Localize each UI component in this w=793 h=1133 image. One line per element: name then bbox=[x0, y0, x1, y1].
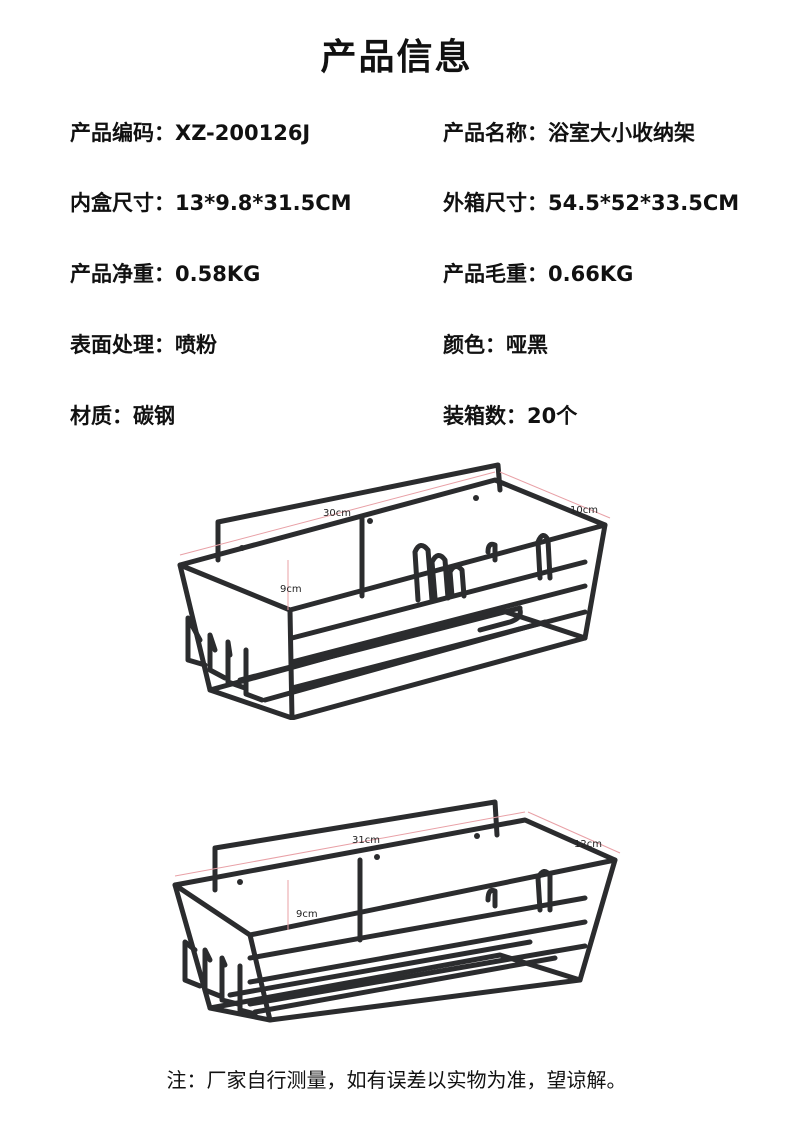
large-rack-holes bbox=[237, 833, 480, 885]
spec-code: 产品编码：XZ-200126J bbox=[70, 117, 310, 147]
spec-name-label: 产品名称： bbox=[443, 121, 548, 145]
large-rack-wire bbox=[172, 799, 618, 1023]
spec-code-value: XZ-200126J bbox=[175, 121, 311, 145]
small-rack-holes bbox=[239, 495, 479, 551]
large-rack-drawing: 31cm 12cm 9cm bbox=[172, 799, 621, 1023]
spec-surface: 表面处理：喷粉 bbox=[70, 329, 217, 359]
spec-net-weight-label: 产品净重： bbox=[70, 262, 175, 286]
spec-outer-box-value: 54.5*52*33.5CM bbox=[548, 191, 740, 215]
spec-gross-weight-value: 0.66KG bbox=[548, 262, 634, 286]
spec-net-weight-value: 0.58KG bbox=[175, 262, 261, 286]
large-rack-dimensions bbox=[174, 811, 621, 930]
spec-color-value: 哑黑 bbox=[506, 333, 548, 357]
spec-material-value: 碳钢 bbox=[133, 404, 175, 428]
spec-name-value: 浴室大小收纳架 bbox=[548, 121, 695, 145]
large-rack-height-label: 9cm bbox=[296, 909, 318, 920]
spec-packing-label: 装箱数： bbox=[443, 404, 527, 428]
spec-gross-weight: 产品毛重：0.66KG bbox=[443, 258, 633, 288]
spec-packing-value: 20个 bbox=[527, 404, 578, 428]
spec-outer-box: 外箱尺寸：54.5*52*33.5CM bbox=[443, 187, 739, 217]
small-rack-width-label: 10cm bbox=[570, 505, 598, 516]
spec-gross-weight-label: 产品毛重： bbox=[443, 262, 548, 286]
spec-material: 材质：碳钢 bbox=[70, 400, 175, 430]
small-rack-figure: 30cm 10cm 9cm bbox=[0, 450, 793, 720]
spec-surface-value: 喷粉 bbox=[175, 333, 217, 357]
small-rack-drawing: 30cm 10cm 9cm bbox=[177, 462, 611, 720]
spec-color: 颜色：哑黑 bbox=[443, 329, 548, 359]
spec-packing: 装箱数：20个 bbox=[443, 400, 577, 430]
spec-inner-box: 内盒尺寸：13*9.8*31.5CM bbox=[70, 187, 352, 217]
spec-material-label: 材质： bbox=[70, 404, 133, 428]
small-rack-length-label: 30cm bbox=[323, 508, 351, 519]
small-rack-dimensions bbox=[179, 471, 611, 610]
spec-net-weight: 产品净重：0.58KG bbox=[70, 258, 260, 288]
small-rack-wire bbox=[177, 462, 608, 720]
small-rack-height-label: 9cm bbox=[280, 584, 302, 595]
spec-name: 产品名称：浴室大小收纳架 bbox=[443, 117, 695, 147]
spec-color-label: 颜色： bbox=[443, 333, 506, 357]
spec-surface-label: 表面处理： bbox=[70, 333, 175, 357]
spec-inner-box-label: 内盒尺寸： bbox=[70, 191, 175, 215]
large-rack-length-label: 31cm bbox=[352, 835, 380, 846]
page-title: 产品信息 bbox=[320, 37, 473, 78]
footer-note: 注：厂家自行测量，如有误差以实物为准，望谅解。 bbox=[166, 1068, 627, 1092]
spec-code-label: 产品编码： bbox=[70, 121, 175, 145]
spec-outer-box-label: 外箱尺寸： bbox=[443, 191, 548, 215]
spec-inner-box-value: 13*9.8*31.5CM bbox=[175, 191, 352, 215]
large-rack-figure: 31cm 12cm 9cm bbox=[0, 790, 793, 1030]
large-rack-width-label: 12cm bbox=[574, 839, 602, 850]
